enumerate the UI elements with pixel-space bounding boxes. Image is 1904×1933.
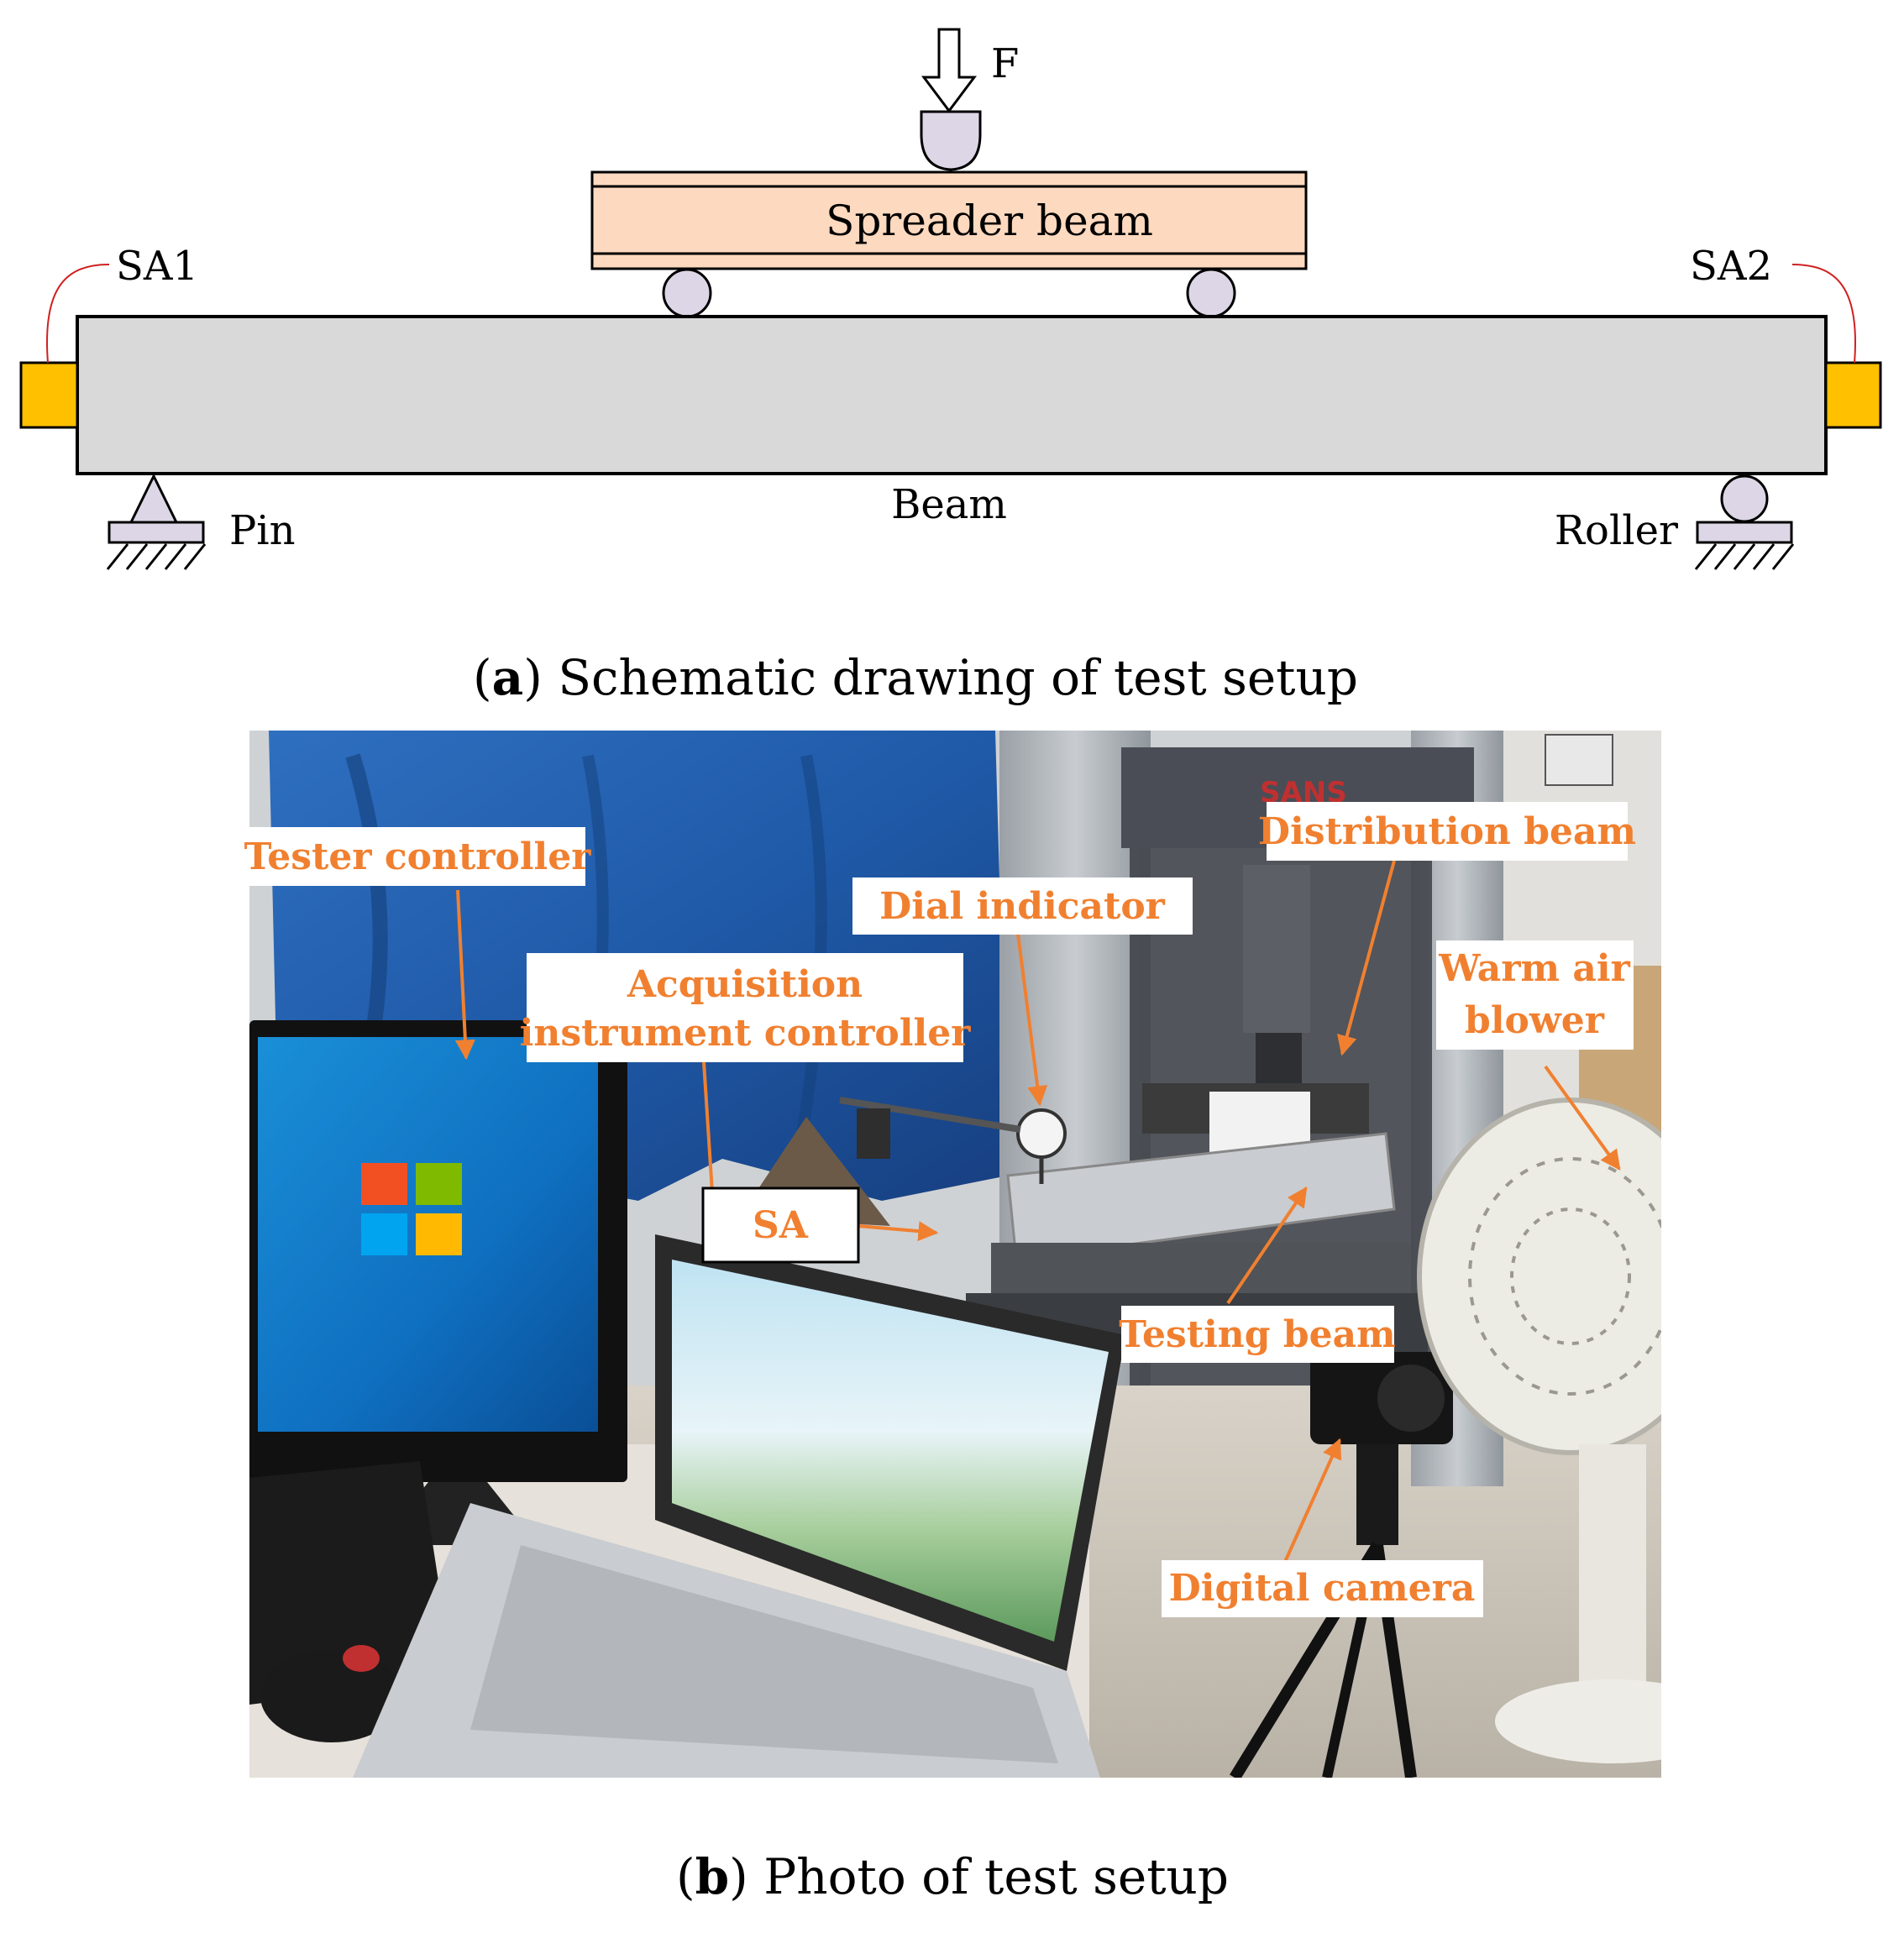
arrow-sa: [858, 1221, 939, 1242]
callout-dial-indicator: Dial indicator: [852, 877, 1193, 935]
spreader-beam-label: Spreader beam: [826, 196, 1153, 245]
callout-arrows: [454, 860, 1621, 1563]
arrow-tester-controller: [454, 889, 475, 1061]
spreader-beam: [590, 170, 1308, 270]
arrow-dial-indicator: [1016, 933, 1048, 1107]
sa2-label: SA2: [1690, 243, 1772, 290]
caption-a-text: Schematic drawing of test setup: [558, 649, 1358, 706]
callout-digital-camera-text: Digital camera: [1169, 1567, 1476, 1610]
callout-acquisition-line1: Acquisition: [627, 963, 863, 1006]
schematic-diagram: F Spreader beam SA1 SA2 Beam Pin: [19, 28, 1882, 706]
caption-a: (a) Schematic drawing of test setup: [473, 649, 1358, 706]
callout-dial-indicator-text: Dial indicator: [879, 885, 1166, 928]
callout-distribution-beam: Distribution beam: [1258, 802, 1636, 861]
force-label: F: [991, 40, 1019, 87]
callout-warm-air-line2: blower: [1465, 999, 1605, 1042]
callout-digital-camera: Digital camera: [1162, 1560, 1483, 1617]
callout-testing-beam: Testing beam: [1119, 1306, 1396, 1363]
pin-support: [106, 473, 207, 570]
caption-b-letter: b: [695, 1848, 730, 1905]
callout-sa-text: SA: [753, 1204, 809, 1247]
force-arrow: [921, 28, 977, 113]
caption-b: (b) Photo of test setup: [676, 1848, 1229, 1905]
callout-acquisition-line2: instrument controller: [520, 1012, 972, 1055]
caption-b-text: Photo of test setup: [763, 1848, 1229, 1905]
load-head: [920, 110, 982, 171]
actuator-sa2: [1824, 361, 1882, 429]
callout-tester-controller: Tester controller: [244, 827, 592, 886]
roller-support: [1694, 474, 1795, 570]
beam: [76, 315, 1828, 475]
callout-warm-air-line1: Warm air: [1438, 947, 1630, 990]
sa1-label: SA1: [116, 243, 198, 290]
arrow-distribution-beam: [1337, 860, 1396, 1056]
arrow-warm-air-blower: [1544, 1065, 1621, 1171]
sa1-leader: [46, 264, 110, 364]
beam-label: Beam: [891, 481, 1007, 528]
callout-acquisition-controller: Acquisition instrument controller: [520, 953, 972, 1062]
sa2-leader: [1791, 264, 1856, 364]
pin-label: Pin: [229, 507, 296, 554]
roller-label: Roller: [1555, 507, 1678, 554]
callout-tester-controller-text: Tester controller: [244, 836, 592, 878]
callout-distribution-beam-text: Distribution beam: [1258, 810, 1636, 853]
arrow-acquisition-controller: [702, 1061, 714, 1193]
arrow-digital-camera: [1283, 1438, 1342, 1563]
caption-a-letter: a: [492, 649, 524, 706]
callout-testing-beam-text: Testing beam: [1119, 1313, 1395, 1356]
actuator-sa1: [19, 361, 79, 429]
callout-warm-air-blower: Warm air blower: [1436, 940, 1634, 1050]
arrow-testing-beam: [1226, 1187, 1308, 1305]
callout-sa: SA: [701, 1187, 860, 1264]
